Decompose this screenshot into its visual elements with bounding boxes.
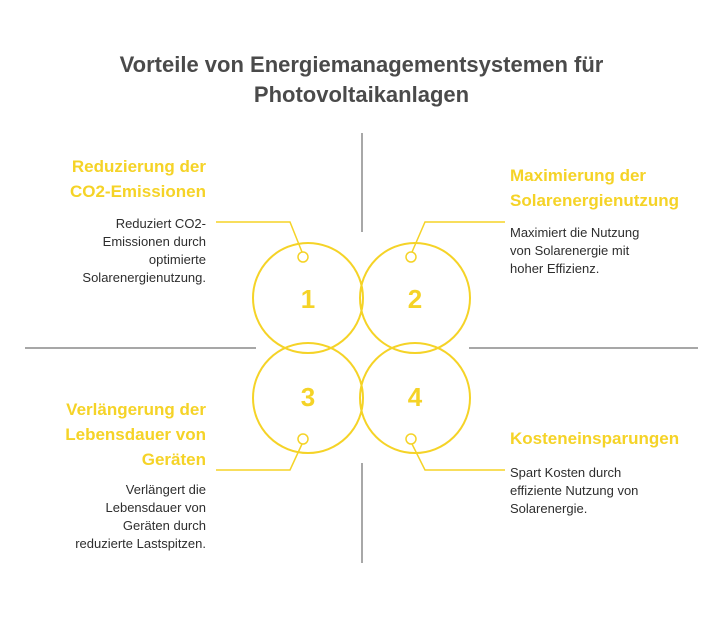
description-1: Reduziert CO2- Emissionen durch optimier… <box>82 216 206 285</box>
connector-4 <box>411 443 505 471</box>
heading-1: Reduzierung der CO2-Emissionen <box>69 157 206 201</box>
number-3: 3 <box>301 382 315 412</box>
circle-1 <box>252 242 364 354</box>
title-line-1: Vorteile von Energiemanagementsystemen f… <box>119 52 604 77</box>
connector-3 <box>216 443 303 471</box>
description-4: Spart Kosten durch effiziente Nutzung vo… <box>510 465 639 516</box>
connector-1 <box>216 221 303 253</box>
number-2: 2 <box>408 284 422 314</box>
connector-dot-3 <box>297 433 309 445</box>
circle-4 <box>359 342 471 454</box>
number-1: 1 <box>301 284 315 314</box>
connector-dot-1 <box>297 251 309 263</box>
circle-3 <box>252 342 364 454</box>
circle-2 <box>359 242 471 354</box>
number-4: 4 <box>408 382 423 412</box>
connector-dot-4 <box>405 433 417 445</box>
heading-3: Verlängerung der Lebensdauer von Geräten <box>65 400 206 469</box>
connector-2 <box>411 221 505 253</box>
heading-2: Maximierung der Solarenergienutzung <box>510 166 680 210</box>
page-title: Vorteile von Energiemanagementsystemen f… <box>0 50 723 110</box>
connector-dot-2 <box>405 251 417 263</box>
title-line-2: Photovoltaikanlagen <box>253 82 470 107</box>
description-2: Maximiert die Nutzung von Solarenergie m… <box>510 225 640 276</box>
description-3: Verlängert die Lebensdauer von Geräten d… <box>75 482 206 551</box>
heading-4: Kosteneinsparungen <box>510 429 680 448</box>
